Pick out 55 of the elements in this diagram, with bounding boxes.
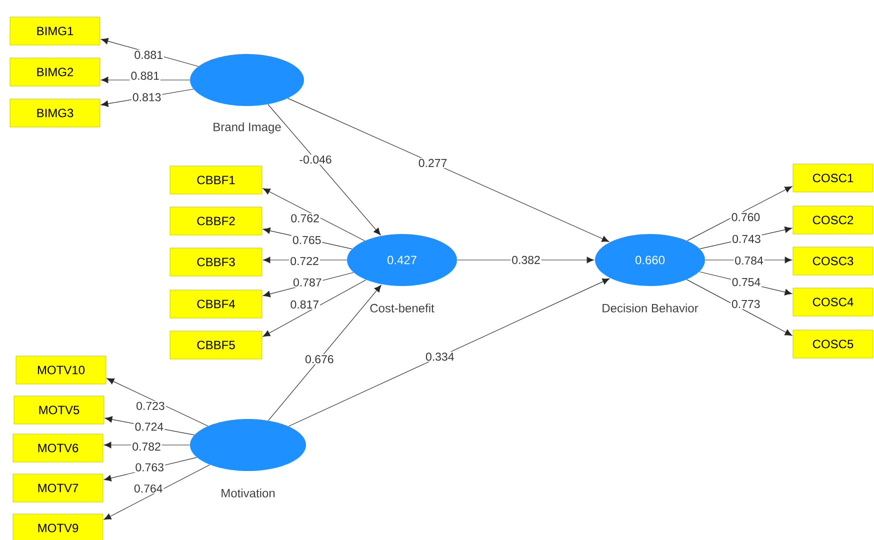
indicator-box: COSC1 [792,164,874,192]
edge-label: 0.760 [732,213,760,222]
edge-label: 0.762 [291,214,319,222]
edge-label: 0.722 [290,256,318,266]
indicator-box: MOTV7 [12,474,104,502]
path-arrow [268,104,381,236]
construct-name: Cost-benefit [370,304,434,312]
construct-name: Brand Image [214,122,281,134]
path-arrow [686,279,792,336]
indicator-box: CBBF1 [170,166,262,194]
construct-name: Motivation [222,488,275,498]
indicator-box: CBBF3 [170,248,262,276]
indicator-box: CBBF4 [170,290,262,318]
edge-label: 0.277 [418,158,447,168]
indicator-box: MOTV9 [12,514,104,540]
edge-label: 0.784 [735,256,764,265]
indicator-box: MOTV6 [12,434,104,462]
indicator-box: CBBF2 [170,206,262,236]
edge-label: 0.334 [426,352,454,361]
path-arrow [106,378,208,426]
indicator-box: COSC5 [792,330,874,358]
indicator-box: COSC3 [792,246,874,276]
indicator-box: MOTV10 [16,356,106,384]
path-arrow [268,284,382,421]
edge-label: 0.787 [293,278,322,286]
path-arrow [288,278,610,427]
edge-label: -0.046 [300,155,332,164]
construct-name: Decision Behavior [602,304,698,312]
path-arrow [262,188,365,242]
path-arrow [104,464,210,520]
indicator-box: BIMG1 [10,16,100,46]
edge-label: 0.743 [732,234,760,243]
edge-label: 0.763 [136,463,164,472]
edge-label: 0.765 [292,236,321,244]
edge-label: 0.782 [132,442,160,451]
edge-label: 0.773 [732,300,760,308]
edge-label: 0.813 [132,93,161,102]
edge-label: 0.382 [512,256,540,264]
path-arrow [288,98,610,242]
edge-label: 0.881 [134,50,162,59]
edge-label: 0.764 [134,484,162,493]
indicator-box: COSC4 [792,288,874,316]
edge-label: 0.676 [305,355,334,364]
edge-label: 0.723 [136,402,164,410]
indicator-box: BIMG2 [10,58,100,86]
indicator-box: MOTV5 [14,396,104,424]
indicator-box: CBBF5 [170,330,262,360]
indicator-box: BIMG3 [10,98,100,128]
edge-label: 0.754 [732,278,760,286]
indicator-box: COSC2 [792,206,874,234]
path-arrow [262,280,366,337]
path-arrow [687,186,792,241]
edge-label: 0.724 [135,422,164,431]
edge-label: 0.817 [290,300,318,309]
edge-label: 0.881 [131,72,159,80]
